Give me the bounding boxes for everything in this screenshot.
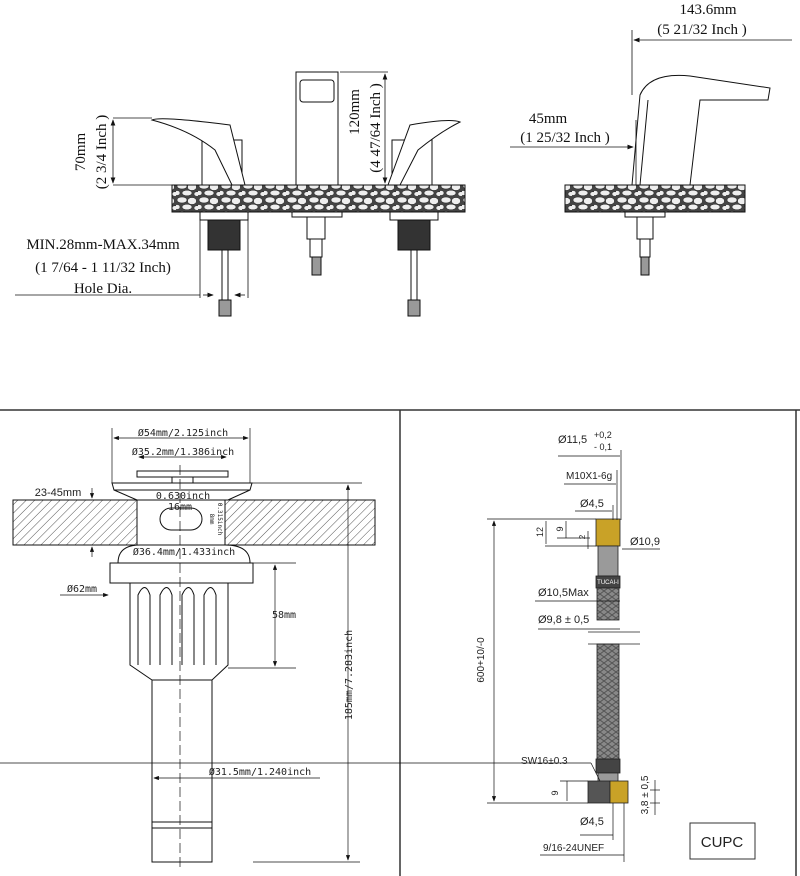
tol-minus: - 0,1: [594, 442, 612, 452]
dim-9-top: 9: [555, 526, 565, 531]
spout: [295, 71, 339, 186]
faucet-side-view: [564, 74, 771, 276]
overflow-height-in: 0.315inch: [216, 503, 223, 536]
spout-height-mm: 120mm: [347, 89, 363, 135]
faucet-front-view: [150, 71, 466, 317]
spout-height-in: (4 47/64 Inch ): [368, 83, 384, 173]
nut-size: SW16±0.3: [521, 756, 568, 767]
flange-dia: Ø54mm/2.125inch: [138, 427, 228, 439]
hole-dia-label: Hole Dia.: [74, 281, 132, 297]
handle-height-mm: 70mm: [73, 133, 89, 172]
counter-thickness: 23-45mm: [35, 487, 81, 499]
side-dimensions: [510, 30, 792, 185]
dim-9-bottom: 9: [550, 790, 560, 795]
spout-offset-mm: 45mm: [529, 111, 568, 127]
countertop-side: [564, 184, 746, 213]
total-length: 185mm/7.283inch: [344, 630, 355, 720]
countertop: [171, 184, 466, 213]
tol-plus: +0,2: [594, 430, 612, 440]
hose-brand: TUCAI-I: [597, 580, 619, 586]
hose-max: Ø10,5Max: [538, 587, 589, 599]
cert-label: CUPC: [701, 834, 744, 851]
right-handle: [387, 120, 462, 186]
left-handle: [150, 118, 246, 186]
overflow-width-mm: 16mm: [168, 502, 192, 513]
hose-drawing: [587, 518, 640, 804]
reach-in: (5 21/32 Inch ): [657, 22, 747, 38]
body-dia: Ø36.4mm/1.433inch: [133, 546, 235, 558]
cap-dia: Ø35.2mm/1.386inch: [132, 446, 234, 458]
nut-height: 58mm: [272, 610, 296, 621]
overflow-height-mm: 8mm: [208, 514, 215, 525]
drain-drawing: [12, 465, 376, 870]
drain-dimensions: [60, 428, 362, 863]
tail-dia: Ø31.5mm/1.240inch: [209, 766, 311, 778]
hole-dia-in: (1 7/64 - 1 11/32 Inch): [35, 260, 171, 276]
bore-bottom: Ø4,5: [580, 816, 604, 828]
nut-dia: Ø62mm: [67, 583, 97, 595]
reach-mm: 143.6mm: [679, 2, 736, 18]
bore-top: Ø4,5: [580, 498, 604, 510]
fitting-dia: Ø10,9: [630, 536, 660, 548]
hole-dia-mm: MIN.28mm-MAX.34mm: [26, 237, 180, 253]
hose-dimensions: [0, 450, 660, 862]
outer-dia: Ø11,5: [558, 434, 587, 446]
cert-box: [689, 822, 756, 860]
thread-spec: M10X1-6g: [566, 471, 612, 482]
front-dimensions: [15, 71, 388, 298]
hose-length: 600+10/-0: [476, 637, 487, 683]
dim-12: 12: [535, 527, 545, 537]
spout-offset-in: (1 25/32 Inch ): [520, 130, 610, 146]
hose-dia: Ø9,8 ± 0,5: [538, 614, 589, 626]
overflow-width-in: 0.630inch: [156, 491, 210, 502]
seat-dim: 3,8 ± 0,5: [640, 775, 651, 814]
dim-2: 2: [578, 534, 587, 539]
handle-height-in: (2 3/4 Inch ): [94, 115, 110, 190]
bottom-thread: 9/16-24UNEF: [543, 843, 604, 854]
